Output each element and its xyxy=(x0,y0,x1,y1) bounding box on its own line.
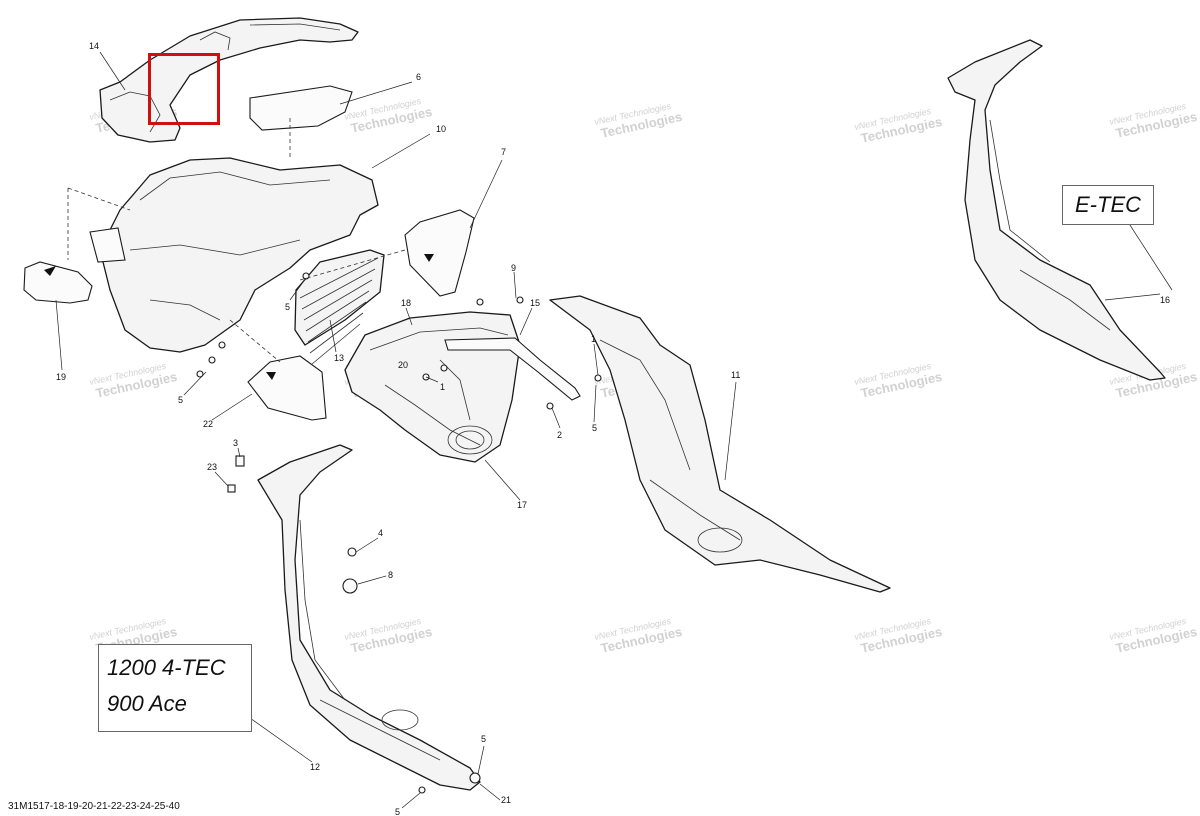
part-16-drawing xyxy=(947,39,1166,381)
part-15-drawing xyxy=(444,337,581,401)
grille-line xyxy=(311,323,361,365)
part-18-drawing xyxy=(344,311,521,463)
callout-15: 15 xyxy=(530,298,540,308)
diagram-code: 31M1517-18-19-20-21-22-23-24-25-40 xyxy=(8,801,180,812)
assembly-lines xyxy=(67,118,406,363)
callout-18: 18 xyxy=(401,298,411,308)
part-22-drawing xyxy=(247,355,327,421)
variant-4tec-line2: 900 Ace xyxy=(107,691,187,716)
callout-20: 20 xyxy=(398,360,408,370)
callout-13: 13 xyxy=(334,353,344,363)
grille-line xyxy=(299,257,379,299)
part-7-drawing xyxy=(404,209,475,297)
callout-5c: 5 xyxy=(592,423,597,433)
part-11-drawing xyxy=(549,295,891,593)
callout-5e: 5 xyxy=(395,807,400,816)
variant-label-etec: E-TEC xyxy=(1062,185,1154,225)
highlight-box xyxy=(148,53,220,125)
grille-line xyxy=(303,279,373,321)
callout-8: 8 xyxy=(388,570,393,580)
callout-4: 4 xyxy=(378,528,383,538)
callout-10: 10 xyxy=(436,124,446,134)
part-19-drawing xyxy=(23,261,93,304)
callout-5b: 5 xyxy=(285,302,290,312)
callout-1a: 1 xyxy=(440,382,445,392)
callout-1b: 1 xyxy=(591,334,596,344)
callout-5a: 5 xyxy=(178,395,183,405)
grille-line xyxy=(309,312,364,354)
callout-23: 23 xyxy=(207,462,217,472)
callout-7: 7 xyxy=(501,147,506,157)
part-10-drawing xyxy=(89,157,379,353)
callout-17: 17 xyxy=(517,500,527,510)
variant-4tec-line1: 1200 4-TEC xyxy=(107,655,226,680)
callout-14: 14 xyxy=(89,41,99,51)
callout-6: 6 xyxy=(416,72,421,82)
callout-layer: 14 6 10 7 19 5 5 13 22 18 20 1 9 15 2 1 … xyxy=(56,41,1170,816)
callout-3: 3 xyxy=(233,438,238,448)
grille-line xyxy=(305,290,370,332)
part-12-drawing xyxy=(257,444,481,791)
callout-2: 2 xyxy=(557,430,562,440)
variant-label-4tec: 1200 4-TEC 900 Ace xyxy=(98,644,252,732)
callout-16: 16 xyxy=(1160,295,1170,305)
part-6-drawing xyxy=(249,85,353,131)
grille-line xyxy=(307,301,367,343)
callout-11: 11 xyxy=(731,370,740,380)
variant-etec-text: E-TEC xyxy=(1075,192,1141,217)
callout-9: 9 xyxy=(511,263,516,273)
callout-12: 12 xyxy=(310,762,320,772)
leader-lines xyxy=(55,51,1173,809)
callout-21: 21 xyxy=(501,795,511,805)
callout-5d: 5 xyxy=(481,734,486,744)
part-13-drawing xyxy=(294,249,385,365)
callout-19: 19 xyxy=(56,372,66,382)
callout-22: 22 xyxy=(203,419,213,429)
grille-line xyxy=(301,268,376,310)
